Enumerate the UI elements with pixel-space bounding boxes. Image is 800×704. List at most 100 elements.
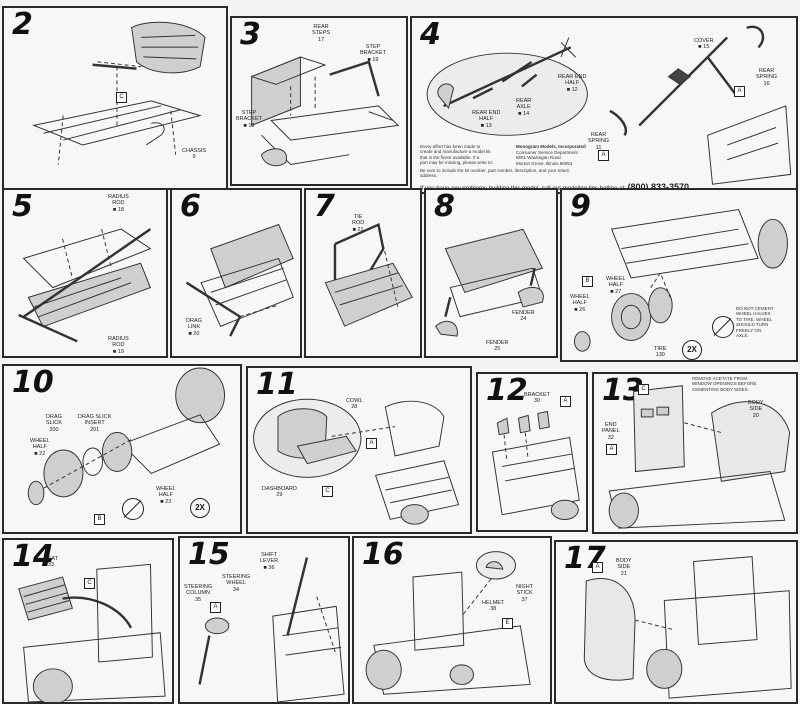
body-side-drawing [608, 385, 791, 529]
step-number: 11 [256, 367, 298, 402]
step-number: 5 [12, 189, 33, 224]
step-number: 2 [12, 7, 33, 42]
tie-rod-label: TIE ROD ■ 21 [352, 214, 365, 233]
seat-drawing [18, 563, 166, 702]
fender-24-label: FENDER 24 [512, 310, 535, 323]
step-3-panel: 3 REAR STEPS 17 STEP BRACKET ■ 19 STEP B… [230, 16, 408, 186]
step-2-panel: 2 CHASSIS 9 C [2, 6, 228, 190]
hotline-number: (800) 833-3570 [627, 182, 689, 192]
step-4-panel: 4 REAR END HALF ■ 13 REAR AXLE ■ 14 REAR… [410, 16, 798, 194]
radius-rod-19-label: RADIUS ROD ■ 19 [108, 336, 129, 355]
radius-rod-drawing [18, 228, 152, 343]
step-9-panel: 9 WHEEL HALF ■ 27 WHEEL HALF ■ 26 TIRE 1… [560, 188, 798, 362]
wheel-warning: DO NOT CEMENT WHEEL HALVES TO TIRE. WHEE… [736, 306, 774, 338]
step-number: 10 [12, 365, 54, 400]
step-number: 3 [240, 17, 261, 52]
steering-column-label: STEERING COLUMN 35 [184, 584, 213, 603]
step-11-panel: 11 COWL 28 DASHBOARD 29 A C [246, 366, 472, 534]
bracket-label: BRACKET 30 [524, 392, 550, 405]
step-17-panel: 17 BODY SIDE 21 A [554, 540, 798, 704]
step-number: 16 [362, 537, 404, 572]
rear-steps-drawing [250, 56, 400, 167]
wheel-drawing [573, 208, 788, 352]
tire-label: TIRE 130 [654, 346, 667, 359]
warning-icon [712, 316, 734, 338]
steering-drawing [198, 557, 345, 702]
drag-slick-label: DRAG SLICK 200 [46, 414, 62, 433]
rear-end-half-12-label: REAR END HALF ■ 12 [558, 74, 587, 93]
rear-spring-16-label: REAR SPRING 16 [756, 68, 778, 87]
step-10-panel: 10 DRAG SLICK 200 DRAG SLICK INSERT 201 … [2, 364, 242, 534]
step-number: 6 [180, 189, 201, 224]
night-stick-label: NIGHT STICK 37 [516, 584, 534, 603]
dashboard-label: DASHBOARD 29 [262, 486, 297, 499]
step-14-panel: 14 SEAT 33 C [2, 538, 174, 704]
paint-tag: A [734, 86, 745, 97]
step-number: 7 [314, 189, 335, 224]
drag-link-label: DRAG LINK ■ 20 [186, 318, 202, 337]
paint-tag: A [560, 396, 571, 407]
paint-tag: A [366, 438, 377, 449]
cowl-label: COWL 28 [346, 398, 363, 411]
end-panel-label: END PANEL 32 [602, 422, 620, 441]
cowl-drawing [253, 398, 460, 525]
step-15-panel: 15 STEERING COLUMN 35 STEERING WHEEL 34 … [178, 536, 350, 704]
step-8-panel: 8 FENDER 24 FENDER 25 [424, 188, 558, 358]
drag-link-drawing [185, 223, 294, 337]
contact-company: Monogram Models, Incorporated [516, 144, 586, 149]
bracket-drawing [491, 410, 580, 520]
step-6-panel: 6 DRAG LINK ■ 20 [170, 188, 302, 358]
wheel-half-23-label: WHEEL HALF ■ 23 [156, 486, 176, 505]
step-bracket-19-label: STEP BRACKET ■ 19 [360, 44, 386, 63]
helmet-drawing [365, 551, 531, 695]
body-side-21-label: BODY SIDE 21 [616, 558, 632, 577]
step-number: 14 [12, 539, 54, 574]
wheel-half-22-label: WHEEL HALF ■ 22 [30, 438, 50, 457]
body-side-20-label: BODY SIDE 20 [748, 400, 764, 419]
paint-tag: A [598, 150, 609, 161]
paint-tag: A [592, 562, 603, 573]
step-number: 8 [434, 189, 455, 224]
radius-rod-18-label: RADIUS ROD ■ 18 [108, 194, 129, 213]
paint-tag: B [582, 276, 593, 287]
wheel-half-27-label: WHEEL HALF ■ 27 [606, 276, 626, 295]
body-side-21-drawing [583, 556, 792, 699]
step-13-panel: 13 END PANEL 32 BODY SIDE 20 C A REMOVE … [592, 372, 798, 534]
step-16-panel: 16 NIGHT STICK 37 HELMET 38 E [352, 536, 552, 704]
drag-slick-drawing [27, 367, 226, 506]
chassis-label: CHASSIS 9 [182, 148, 207, 161]
paint-tag: C [116, 92, 127, 103]
paint-tag: A [210, 602, 221, 613]
chassis-drawing [32, 21, 206, 165]
drag-slick-insert-label: DRAG SLICK INSERT 201 [78, 414, 112, 433]
step-bracket-18-label: STEP BRACKET ■ 18 [236, 110, 262, 129]
contact-reminder: Be sure to include the kit number, part … [420, 168, 570, 179]
paint-tag: C [84, 578, 95, 589]
warning-icon [122, 498, 144, 520]
step-7-panel: 7 TIE ROD ■ 21 [304, 188, 422, 358]
paint-tag: E [502, 618, 513, 629]
wheel-half-26-label: WHEEL HALF ■ 26 [570, 294, 590, 313]
rear-spring-11-label: REAR SPRING 11 [588, 132, 610, 151]
rear-axle-drawing [426, 25, 792, 185]
rear-steps-label: REAR STEPS 17 [312, 24, 331, 43]
shift-lever-label: SHIFT LEVER ■ 36 [260, 552, 279, 571]
seat-label: SEAT 33 [44, 556, 58, 569]
paint-tag: A [606, 444, 617, 455]
contact-address: Consumer Service Department 8601 Waukega… [516, 150, 578, 166]
rear-end-half-13-label: REAR END HALF ■ 13 [472, 110, 501, 129]
paint-tag: B [94, 514, 105, 525]
contact-body: Every effort has been made to create and… [420, 144, 494, 166]
acetate-warning: REMOVE ACETATE FROM WINDOW OPENINGS BEFO… [692, 376, 757, 392]
tie-rod-drawing [324, 222, 413, 327]
step-5-panel: 5 RADIUS ROD ■ 18 RADIUS ROD ■ 19 [2, 188, 168, 358]
rear-axle-label: REAR AXLE ■ 14 [516, 98, 532, 117]
quantity-badge: 2X [682, 340, 702, 360]
paint-tag: C [638, 384, 649, 395]
step-number: 15 [188, 537, 230, 572]
helmet-label: HELMET 38 [482, 600, 505, 613]
step-number: 12 [486, 373, 528, 408]
fender-drawing [435, 228, 544, 337]
quantity-badge: 2X [190, 498, 210, 518]
